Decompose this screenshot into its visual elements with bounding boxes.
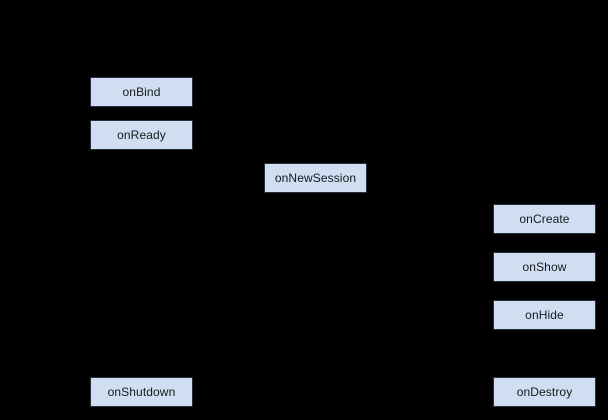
- node-label-on-show: onShow: [522, 260, 567, 274]
- node-label-on-destroy: onDestroy: [516, 385, 573, 399]
- node-label-on-hide: onHide: [525, 308, 564, 322]
- node-label-on-ready: onReady: [117, 128, 166, 142]
- node-on-ready[interactable]: onReady: [90, 120, 193, 150]
- node-on-bind[interactable]: onBind: [90, 77, 193, 107]
- node-on-destroy[interactable]: onDestroy: [493, 377, 596, 407]
- node-label-on-bind: onBind: [122, 85, 161, 99]
- node-label-on-shutdown: onShutdown: [107, 385, 176, 399]
- node-on-shutdown[interactable]: onShutdown: [90, 377, 193, 407]
- node-on-hide[interactable]: onHide: [493, 300, 596, 330]
- node-label-on-new-session: onNewSession: [274, 171, 357, 185]
- node-label-on-create: onCreate: [519, 212, 570, 226]
- node-on-show[interactable]: onShow: [493, 252, 596, 282]
- node-on-create[interactable]: onCreate: [493, 204, 596, 234]
- node-on-new-session[interactable]: onNewSession: [264, 163, 367, 193]
